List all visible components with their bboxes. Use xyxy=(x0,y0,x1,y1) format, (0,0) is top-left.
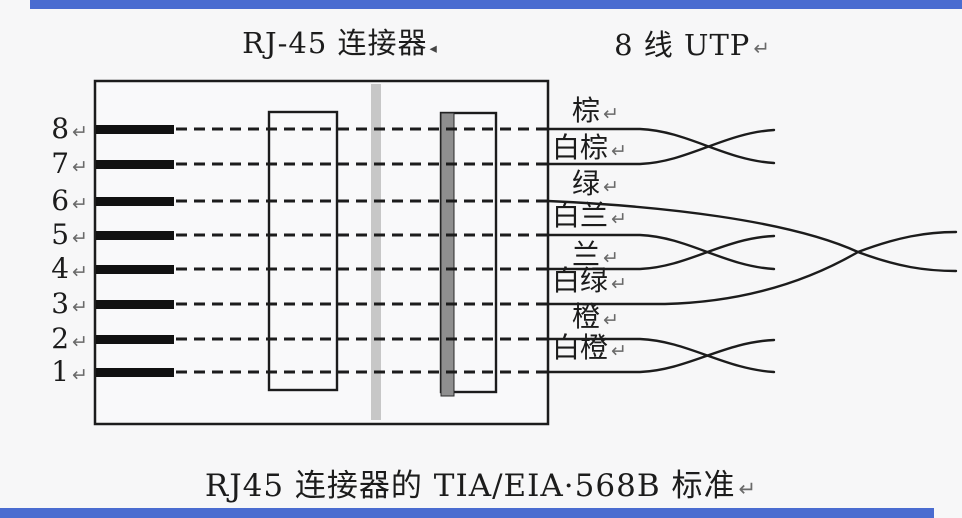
wire-white-orange xyxy=(546,338,776,374)
wire-label-orange: 橙↵ xyxy=(572,300,619,333)
wire-green xyxy=(546,199,958,273)
pin-number-8: 8↵ xyxy=(51,112,88,145)
paragraph-mark-icon: ↵ xyxy=(72,296,88,318)
bottom-accent-bar xyxy=(0,508,934,518)
wire-blue xyxy=(546,234,776,271)
paragraph-mark-icon: ↵ xyxy=(603,309,619,331)
paragraph-mark-icon: ↵ xyxy=(738,476,758,501)
wire-white-green xyxy=(546,230,958,306)
pin-contact-2 xyxy=(96,335,174,344)
pin-number-1: 1↵ xyxy=(51,355,88,388)
pin-number-3: 3↵ xyxy=(51,287,88,320)
paragraph-mark-icon: ◂ xyxy=(429,41,438,57)
paragraph-mark-icon: ↵ xyxy=(72,261,88,283)
dark-contact-strip xyxy=(440,112,455,397)
pin-number-7: 7↵ xyxy=(51,147,88,180)
wire-label-white-orange: 白橙↵ xyxy=(552,331,627,364)
diagram-caption: RJ45 连接器的 TIA/EIA·568B 标准↵ xyxy=(0,460,962,505)
pin-contact-bars xyxy=(96,125,174,377)
pin-contact-3 xyxy=(96,300,174,309)
paragraph-mark-icon: ↵ xyxy=(603,247,619,269)
pin-contact-1 xyxy=(96,368,174,377)
paragraph-mark-icon: ↵ xyxy=(611,208,627,230)
pin-contact-5 xyxy=(96,231,174,240)
pin-contact-4 xyxy=(96,265,174,274)
wire-orange xyxy=(546,337,776,374)
paragraph-mark-icon: ↵ xyxy=(611,273,627,295)
paragraph-mark-icon: ↵ xyxy=(603,103,619,125)
top-accent-bar xyxy=(30,0,962,9)
connector-title-text: RJ-45 连接器 xyxy=(242,26,428,60)
wire-brown xyxy=(546,127,776,165)
utp-twisted-pairs xyxy=(546,127,958,374)
paragraph-mark-icon: ↵ xyxy=(72,193,88,215)
utp-title-text: 8 线 UTP xyxy=(614,28,751,62)
wire-label-green: 绿↵ xyxy=(572,167,619,200)
connector-title: RJ-45 连接器◂ xyxy=(230,20,450,62)
paragraph-mark-icon: ↵ xyxy=(603,176,619,198)
paragraph-mark-icon: ↵ xyxy=(611,340,627,362)
inner-block-left xyxy=(267,110,339,392)
utp-title: 8 线 UTP↵ xyxy=(600,22,785,64)
pin-dashed-lines xyxy=(176,127,547,374)
paragraph-mark-icon: ↵ xyxy=(72,364,88,386)
wire-label-brown: 棕↵ xyxy=(572,94,619,127)
paragraph-mark-icon: ↵ xyxy=(72,331,88,353)
wire-label-white-green: 白绿↵ xyxy=(552,264,627,297)
gray-divider-bar xyxy=(371,84,381,420)
connector-outline xyxy=(93,79,550,426)
wire-label-white-brown: 白棕↵ xyxy=(552,131,627,164)
pin-contact-8 xyxy=(96,125,174,134)
pin-contact-7 xyxy=(96,160,174,169)
pin-number-4: 4↵ xyxy=(51,252,88,285)
pin-contact-6 xyxy=(96,197,174,206)
paragraph-mark-icon: ↵ xyxy=(72,156,88,178)
paragraph-mark-icon: ↵ xyxy=(753,37,771,60)
wire-label-white-blue: 白兰↵ xyxy=(552,199,627,232)
caption-text: RJ45 连接器的 TIA/EIA·568B 标准 xyxy=(204,468,736,504)
paragraph-mark-icon: ↵ xyxy=(72,227,88,249)
pin-number-5: 5↵ xyxy=(51,218,88,251)
paragraph-mark-icon: ↵ xyxy=(611,140,627,162)
pin-number-6: 6↵ xyxy=(51,184,88,217)
wire-white-blue xyxy=(546,233,776,271)
pin-number-2: 2↵ xyxy=(51,322,88,355)
paragraph-mark-icon: ↵ xyxy=(72,121,88,143)
wire-white-brown xyxy=(546,128,776,166)
wire-label-blue: 兰↵ xyxy=(572,238,619,271)
